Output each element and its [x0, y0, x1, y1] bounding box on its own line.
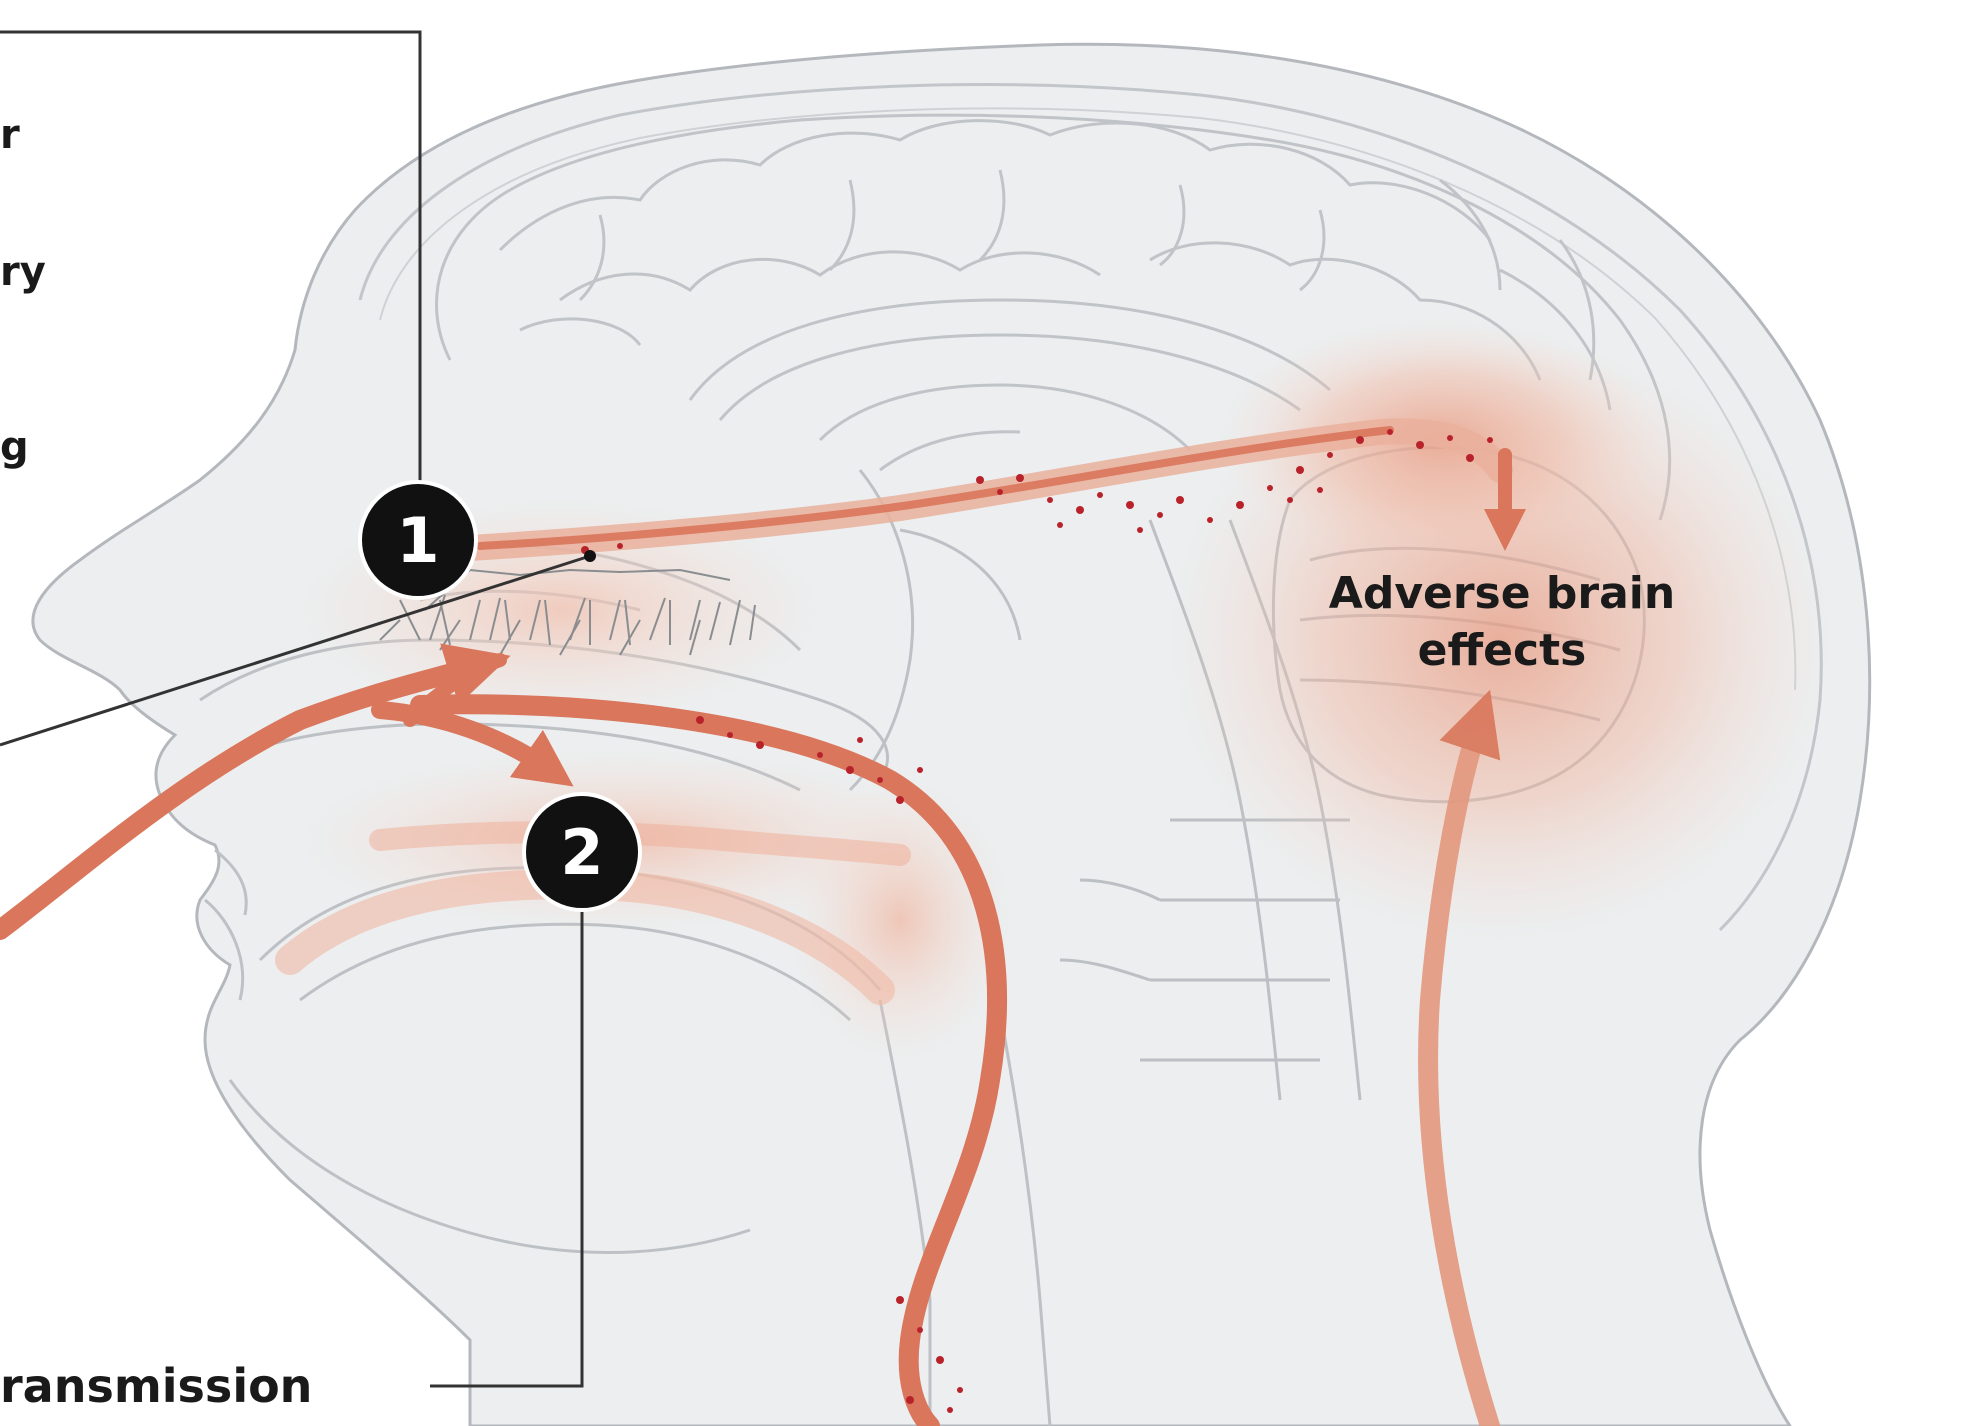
callout-1-badge: 1: [360, 482, 476, 598]
panel-text-fragment-3: g: [0, 424, 29, 470]
callout-1-number: 1: [396, 504, 439, 577]
panel-text-fragment-2: ry: [0, 249, 46, 295]
olfactory-pointer-dot: [584, 550, 596, 562]
bottom-transmission-label: ransmission: [0, 1359, 312, 1413]
callout-2-badge: 2: [524, 794, 640, 910]
target-label-line-1: Adverse brain: [1329, 568, 1675, 619]
target-label-line-2: effects: [1418, 625, 1587, 676]
panel-text-fragment-1: r: [0, 112, 20, 158]
callout-2-number: 2: [560, 816, 603, 889]
bottom-label-text: ransmission: [0, 1359, 312, 1413]
